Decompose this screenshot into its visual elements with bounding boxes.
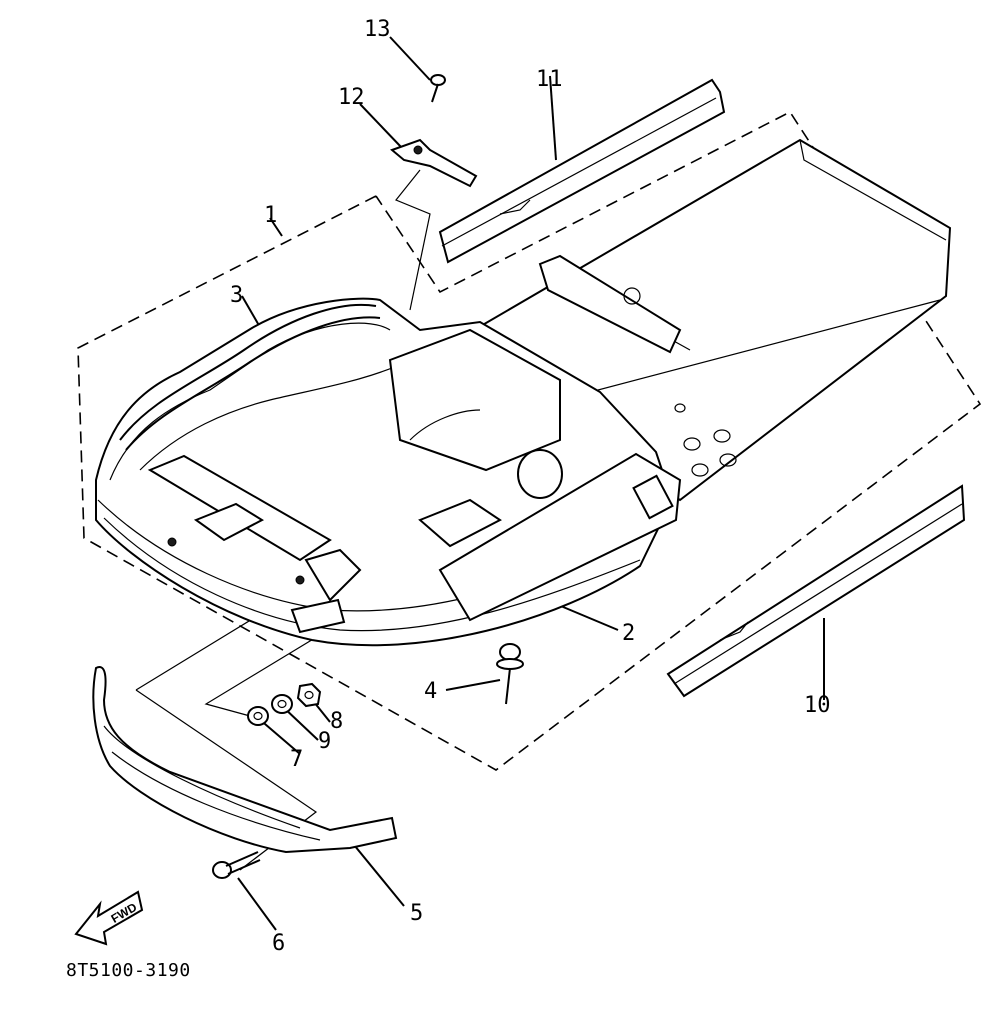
nut-8 — [296, 682, 322, 708]
label-11: 11 — [536, 67, 563, 92]
forward-arrow-icon: FWD — [74, 890, 144, 946]
label-5: 5 — [410, 901, 423, 926]
front-cover-5 — [92, 666, 398, 854]
washer-9 — [271, 694, 293, 714]
label-7: 7 — [290, 747, 303, 772]
drawing-code: 8T5100-3190 — [66, 960, 191, 981]
assembly-boundary — [77, 110, 982, 771]
label-13: 13 — [364, 17, 391, 42]
bolt-6 — [212, 851, 261, 879]
label-4: 4 — [424, 679, 437, 704]
label-6: 6 — [272, 931, 285, 956]
label-8: 8 — [330, 709, 343, 734]
label-12: 12 — [338, 85, 365, 110]
side-trim-upper — [438, 78, 726, 264]
rim-seal-3 — [119, 303, 381, 451]
push-rivet-4 — [496, 643, 524, 705]
label-10: 10 — [804, 693, 831, 718]
label-9: 9 — [318, 729, 331, 754]
label-3: 3 — [230, 283, 243, 308]
label-2: 2 — [622, 621, 635, 646]
side-trim-lower — [666, 484, 966, 698]
part-number-labels: 13 12 11 1 3 2 4 8 9 7 10 5 6 — [230, 17, 831, 956]
screw-13 — [430, 74, 446, 103]
seat-frame-body — [95, 138, 952, 647]
bracket-12 — [390, 138, 478, 188]
washer-7 — [247, 706, 269, 726]
label-1: 1 — [264, 203, 277, 228]
